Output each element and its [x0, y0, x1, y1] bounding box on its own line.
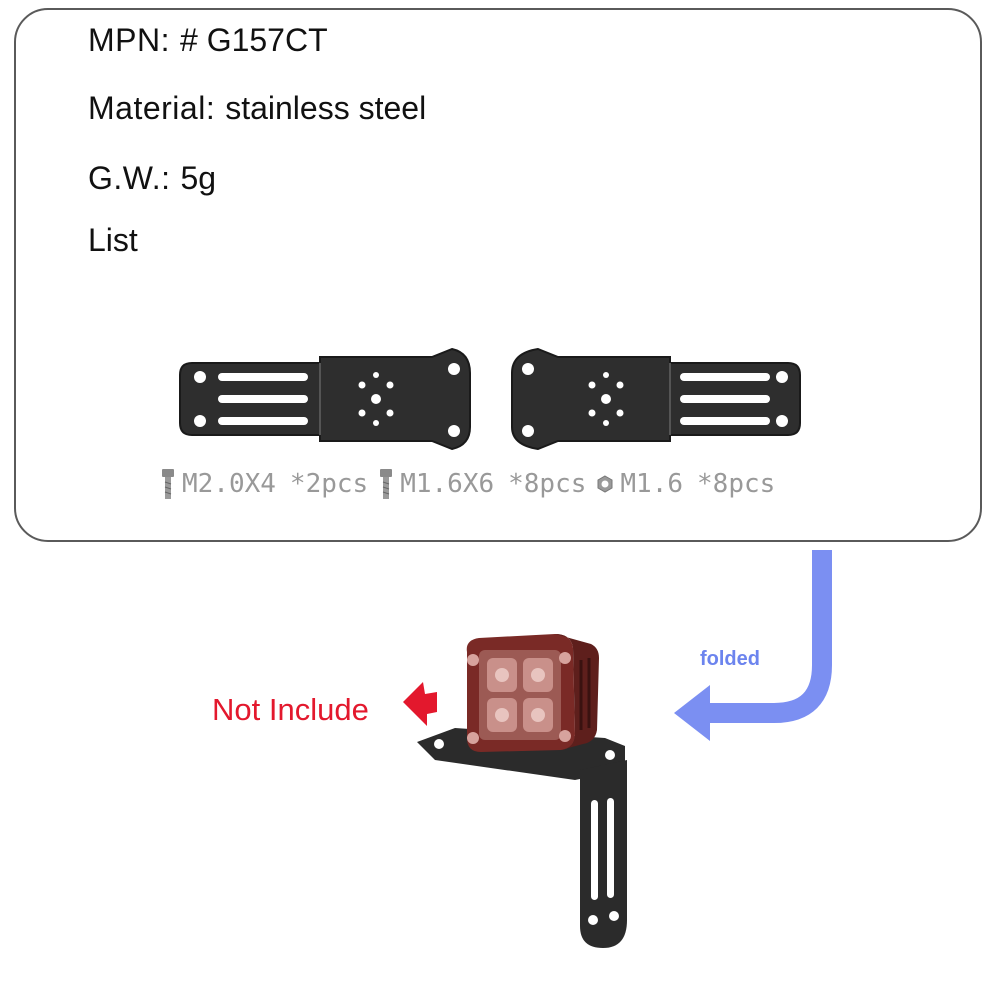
folded-label: folded — [700, 648, 760, 670]
hex-nut-icon — [597, 475, 613, 493]
hardware-qty: *2pcs — [289, 469, 369, 499]
red-arrow-icon — [403, 682, 437, 726]
hardware-size: M2.0X4 — [182, 469, 276, 499]
mpn-row: MPN: # G157CT — [88, 22, 328, 59]
light-housing — [466, 634, 599, 752]
mpn-value: # G157CT — [180, 22, 328, 58]
hardware-item: M1.6X6 *8pcs — [378, 468, 586, 500]
hardware-size: M1.6X6 — [400, 469, 495, 499]
hardware-qty: *8pcs — [508, 469, 587, 499]
material-value: stainless steel — [225, 90, 427, 126]
material-label: Material: — [88, 90, 216, 126]
left-plate — [179, 347, 471, 451]
hardware-item: M1.6 *8pcs — [596, 469, 775, 499]
material-row: Material:stainless steel — [88, 90, 426, 127]
list-label: List — [88, 222, 138, 258]
hardware-size: M1.6 — [620, 469, 684, 499]
list-heading: List — [88, 222, 138, 259]
right-plate — [511, 347, 801, 451]
hex-screw-icon — [380, 469, 393, 499]
gross-weight-value: 5g — [180, 160, 217, 196]
assembly-image — [403, 634, 627, 948]
hardware-item: M2.0X4 *2pcs — [160, 468, 368, 500]
not-include-label: Not Include — [212, 692, 369, 727]
spec-card — [14, 8, 982, 542]
hex-screw-icon — [162, 469, 174, 499]
hardware-list: M2.0X4 *2pcs M1.6X6 *8pcs M1.6 *8pcs — [160, 466, 785, 502]
gross-weight-row: G.W.:5g — [88, 160, 216, 197]
folded-arrow-icon — [674, 550, 832, 741]
mpn-label: MPN: — [88, 22, 170, 58]
gross-weight-label: G.W.: — [88, 160, 171, 196]
hardware-qty: *8pcs — [697, 469, 776, 499]
mounting-plates-image — [179, 347, 801, 451]
bracket — [417, 728, 627, 948]
